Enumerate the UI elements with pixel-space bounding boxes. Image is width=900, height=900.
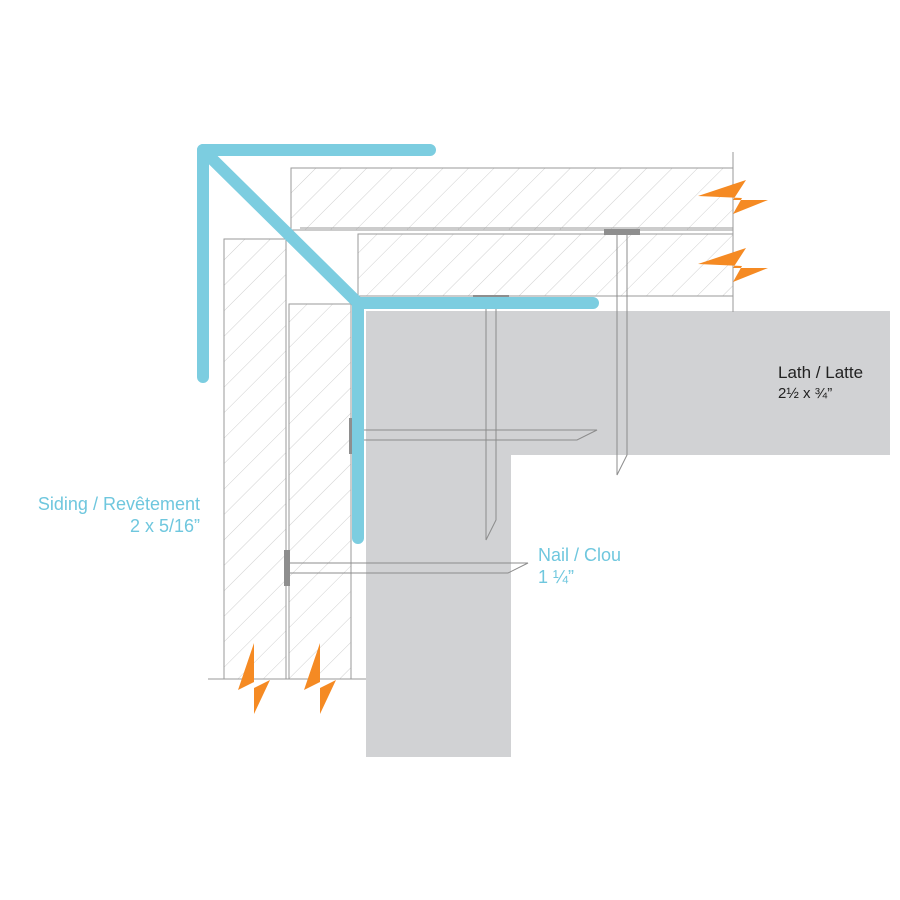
corner-trim — [197, 144, 599, 544]
zigzag-break-icon — [698, 180, 768, 214]
siding-label-size: 2 x 5/16” — [130, 516, 200, 536]
lath-label-title: Lath / Latte — [778, 363, 863, 382]
nail-label-title: Nail / Clou — [538, 545, 621, 565]
nail-horizontal-2 — [290, 562, 529, 574]
corner-trim-inner — [352, 297, 599, 544]
siding-board-left-outer — [223, 238, 287, 680]
lath-block — [366, 311, 890, 757]
zigzag-break-icon — [238, 643, 270, 714]
siding-board-top-inner — [357, 233, 734, 297]
nails — [290, 232, 628, 574]
zigzag-break-icon — [304, 643, 336, 714]
nail-horizontal-1 — [355, 429, 598, 441]
lath-label-size: 2½ x ¾” — [778, 385, 832, 402]
corner-trim-diagonal — [197, 144, 364, 309]
nail-vertical-1 — [485, 300, 497, 541]
siding-board-left-inner — [288, 303, 352, 680]
nail-vertical-2 — [616, 232, 628, 476]
nail-label-size: 1 ¼” — [538, 567, 574, 587]
siding-board-top-outer — [290, 167, 734, 231]
nail-head — [284, 550, 290, 586]
siding-label-title: Siding / Revêtement — [38, 494, 200, 514]
break-marks — [238, 180, 768, 714]
nail-head — [604, 229, 640, 235]
zigzag-break-icon — [698, 248, 768, 282]
